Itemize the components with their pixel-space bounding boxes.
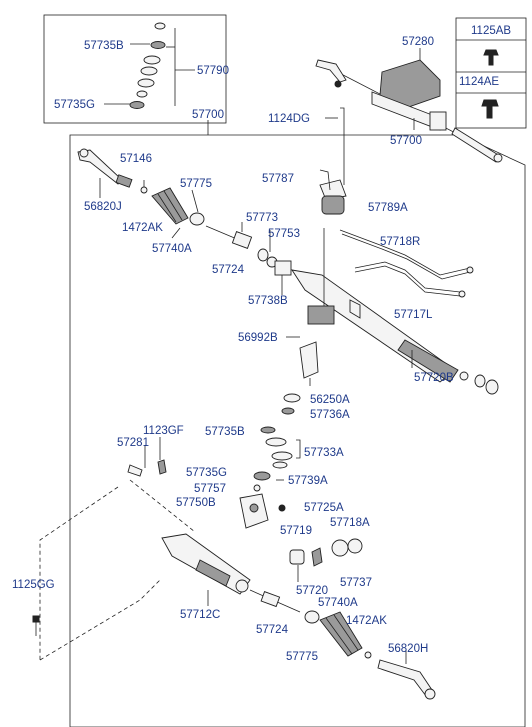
label-57724-bot: 57724 — [256, 624, 289, 636]
label-1123gf: 1123GF — [143, 425, 184, 437]
tie-rod-end-left-upper — [77, 148, 133, 188]
label-57736a: 57736A — [310, 409, 350, 421]
rack-housing-upper — [291, 269, 499, 395]
label-57735g-mid: 57735G — [186, 467, 227, 479]
bushing-57789a — [321, 195, 345, 215]
clamp-57787 — [319, 169, 347, 201]
thumbnail-rack-assembly — [315, 59, 503, 163]
label-57712c: 57712C — [180, 609, 220, 621]
label-57787: 57787 — [262, 173, 294, 185]
label-57720b: 57720B — [414, 372, 454, 384]
hydraulic-lines — [339, 229, 474, 298]
bolt-legend-box — [455, 17, 527, 129]
bracket-57281 — [127, 459, 167, 477]
label-57739a: 57739A — [288, 475, 328, 487]
label-57700-thumb: 57700 — [390, 135, 422, 147]
pinion-valve-upper — [299, 341, 319, 386]
label-57790: 57790 — [197, 65, 229, 77]
inner-rod-upper — [205, 225, 253, 249]
label-57717l: 57717L — [394, 309, 433, 321]
bushing-57738b — [274, 260, 292, 276]
rack-housing-lower — [161, 533, 251, 595]
label-56820h: 56820H — [388, 643, 428, 655]
bolt-1124ae-icon — [481, 99, 499, 119]
label-1125gg: 1125GG — [12, 579, 55, 591]
label-57280: 57280 — [402, 36, 434, 48]
label-57773: 57773 — [246, 212, 278, 224]
boot-upper — [151, 187, 189, 225]
label-57740a-bot: 57740A — [318, 597, 358, 609]
label-1125ab: 1125AB — [471, 25, 511, 37]
label-57753: 57753 — [268, 228, 300, 240]
boot-lower — [319, 611, 363, 657]
label-57757: 57757 — [194, 483, 226, 495]
label-57735b-mid: 57735B — [205, 426, 245, 438]
label-56992b: 56992B — [238, 332, 278, 344]
label-1472ak-left: 1472AK — [122, 222, 163, 234]
label-1124ae: 1124AE — [459, 76, 499, 88]
label-57718a: 57718A — [330, 517, 370, 529]
label-1472ak-bot: 1472AK — [346, 615, 387, 627]
label-57750b: 57750B — [176, 497, 216, 509]
pinion-parts-lower — [289, 538, 363, 567]
label-57725a: 57725A — [304, 502, 344, 514]
label-57719: 57719 — [280, 525, 312, 537]
label-57700-main: 57700 — [192, 109, 224, 121]
seal-kit-rings — [129, 22, 166, 109]
label-57281: 57281 — [117, 437, 149, 449]
label-57724-top: 57724 — [212, 264, 245, 276]
inner-rod-lower — [249, 589, 301, 613]
label-57738b: 57738B — [248, 295, 288, 307]
label-1124dg: 1124DG — [268, 113, 310, 125]
label-57718r: 57718R — [380, 236, 420, 248]
seal-kit-box — [43, 14, 227, 124]
bolt-1125gg-icon — [32, 615, 40, 636]
valve-housing-57750b — [239, 493, 286, 529]
label-56820j: 56820J — [84, 201, 122, 213]
label-57737: 57737 — [340, 577, 372, 589]
bolt-1125ab-icon — [483, 49, 499, 66]
label-57735b-top: 57735B — [84, 40, 124, 52]
plate-56992b — [307, 305, 335, 325]
label-57740a-top: 57740A — [152, 243, 192, 255]
tie-rod-end-right-lower — [377, 659, 436, 700]
label-57735g-top: 57735G — [54, 99, 95, 111]
seal-group-middle — [253, 426, 293, 492]
label-57720: 57720 — [296, 585, 328, 597]
label-57789a: 57789A — [368, 202, 408, 214]
label-57775-top: 57775 — [180, 178, 212, 190]
label-57733a: 57733A — [304, 447, 344, 459]
label-57146: 57146 — [120, 153, 152, 165]
label-56250a: 56250A — [310, 394, 350, 406]
main-assembly-frame — [69, 134, 526, 727]
label-57775-bot: 57775 — [286, 651, 318, 663]
